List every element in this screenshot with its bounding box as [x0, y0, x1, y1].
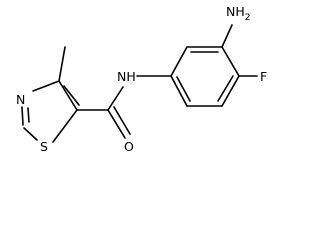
bond-c4-c5-double [63, 85, 80, 106]
bond-ar1-ar2 [170, 46, 188, 77]
bond-s1-c5 [52, 109, 78, 143]
atom-amide-nh-label: NH [117, 69, 136, 84]
thiazole-ring [21, 80, 80, 143]
atom-ring-nitrogen-label: N [16, 92, 25, 107]
amine-symbol: NH [226, 4, 245, 19]
bond-n3-c2-double [27, 107, 30, 123]
bond-carbonyl-oxygen [107, 109, 126, 139]
atom-carbonyl-oxygen-label: O [124, 139, 134, 154]
bond-carbonyl-oxygen-double [113, 106, 131, 135]
bond-c2-s1 [23, 127, 38, 141]
bond-n3-c2 [21, 106, 24, 126]
bond-ar3-amine [221, 24, 233, 48]
bond-c4-n3 [32, 80, 60, 92]
bond-c4-c5 [58, 80, 78, 111]
bond-ar6-ar1-double [176, 76, 191, 102]
bond-ar6-ar1 [170, 75, 188, 107]
bond-ar4-ar5 [221, 75, 240, 107]
atom-amine-label: NH2 [226, 4, 250, 23]
benzene-ring [170, 46, 240, 107]
amide-group [76, 75, 172, 139]
bond-ar3-ar4 [221, 46, 240, 77]
atom-ring-sulfur-label: S [40, 139, 48, 154]
bond-ar4-ar5-double [217, 75, 234, 102]
chemical-structure: NH2 F NH O N S [16, 4, 267, 154]
amine-subscript: 2 [245, 13, 251, 23]
bond-carbonyl-nh [107, 86, 124, 111]
bond-methyl [58, 46, 66, 82]
atom-fluorine-label: F [260, 69, 267, 84]
